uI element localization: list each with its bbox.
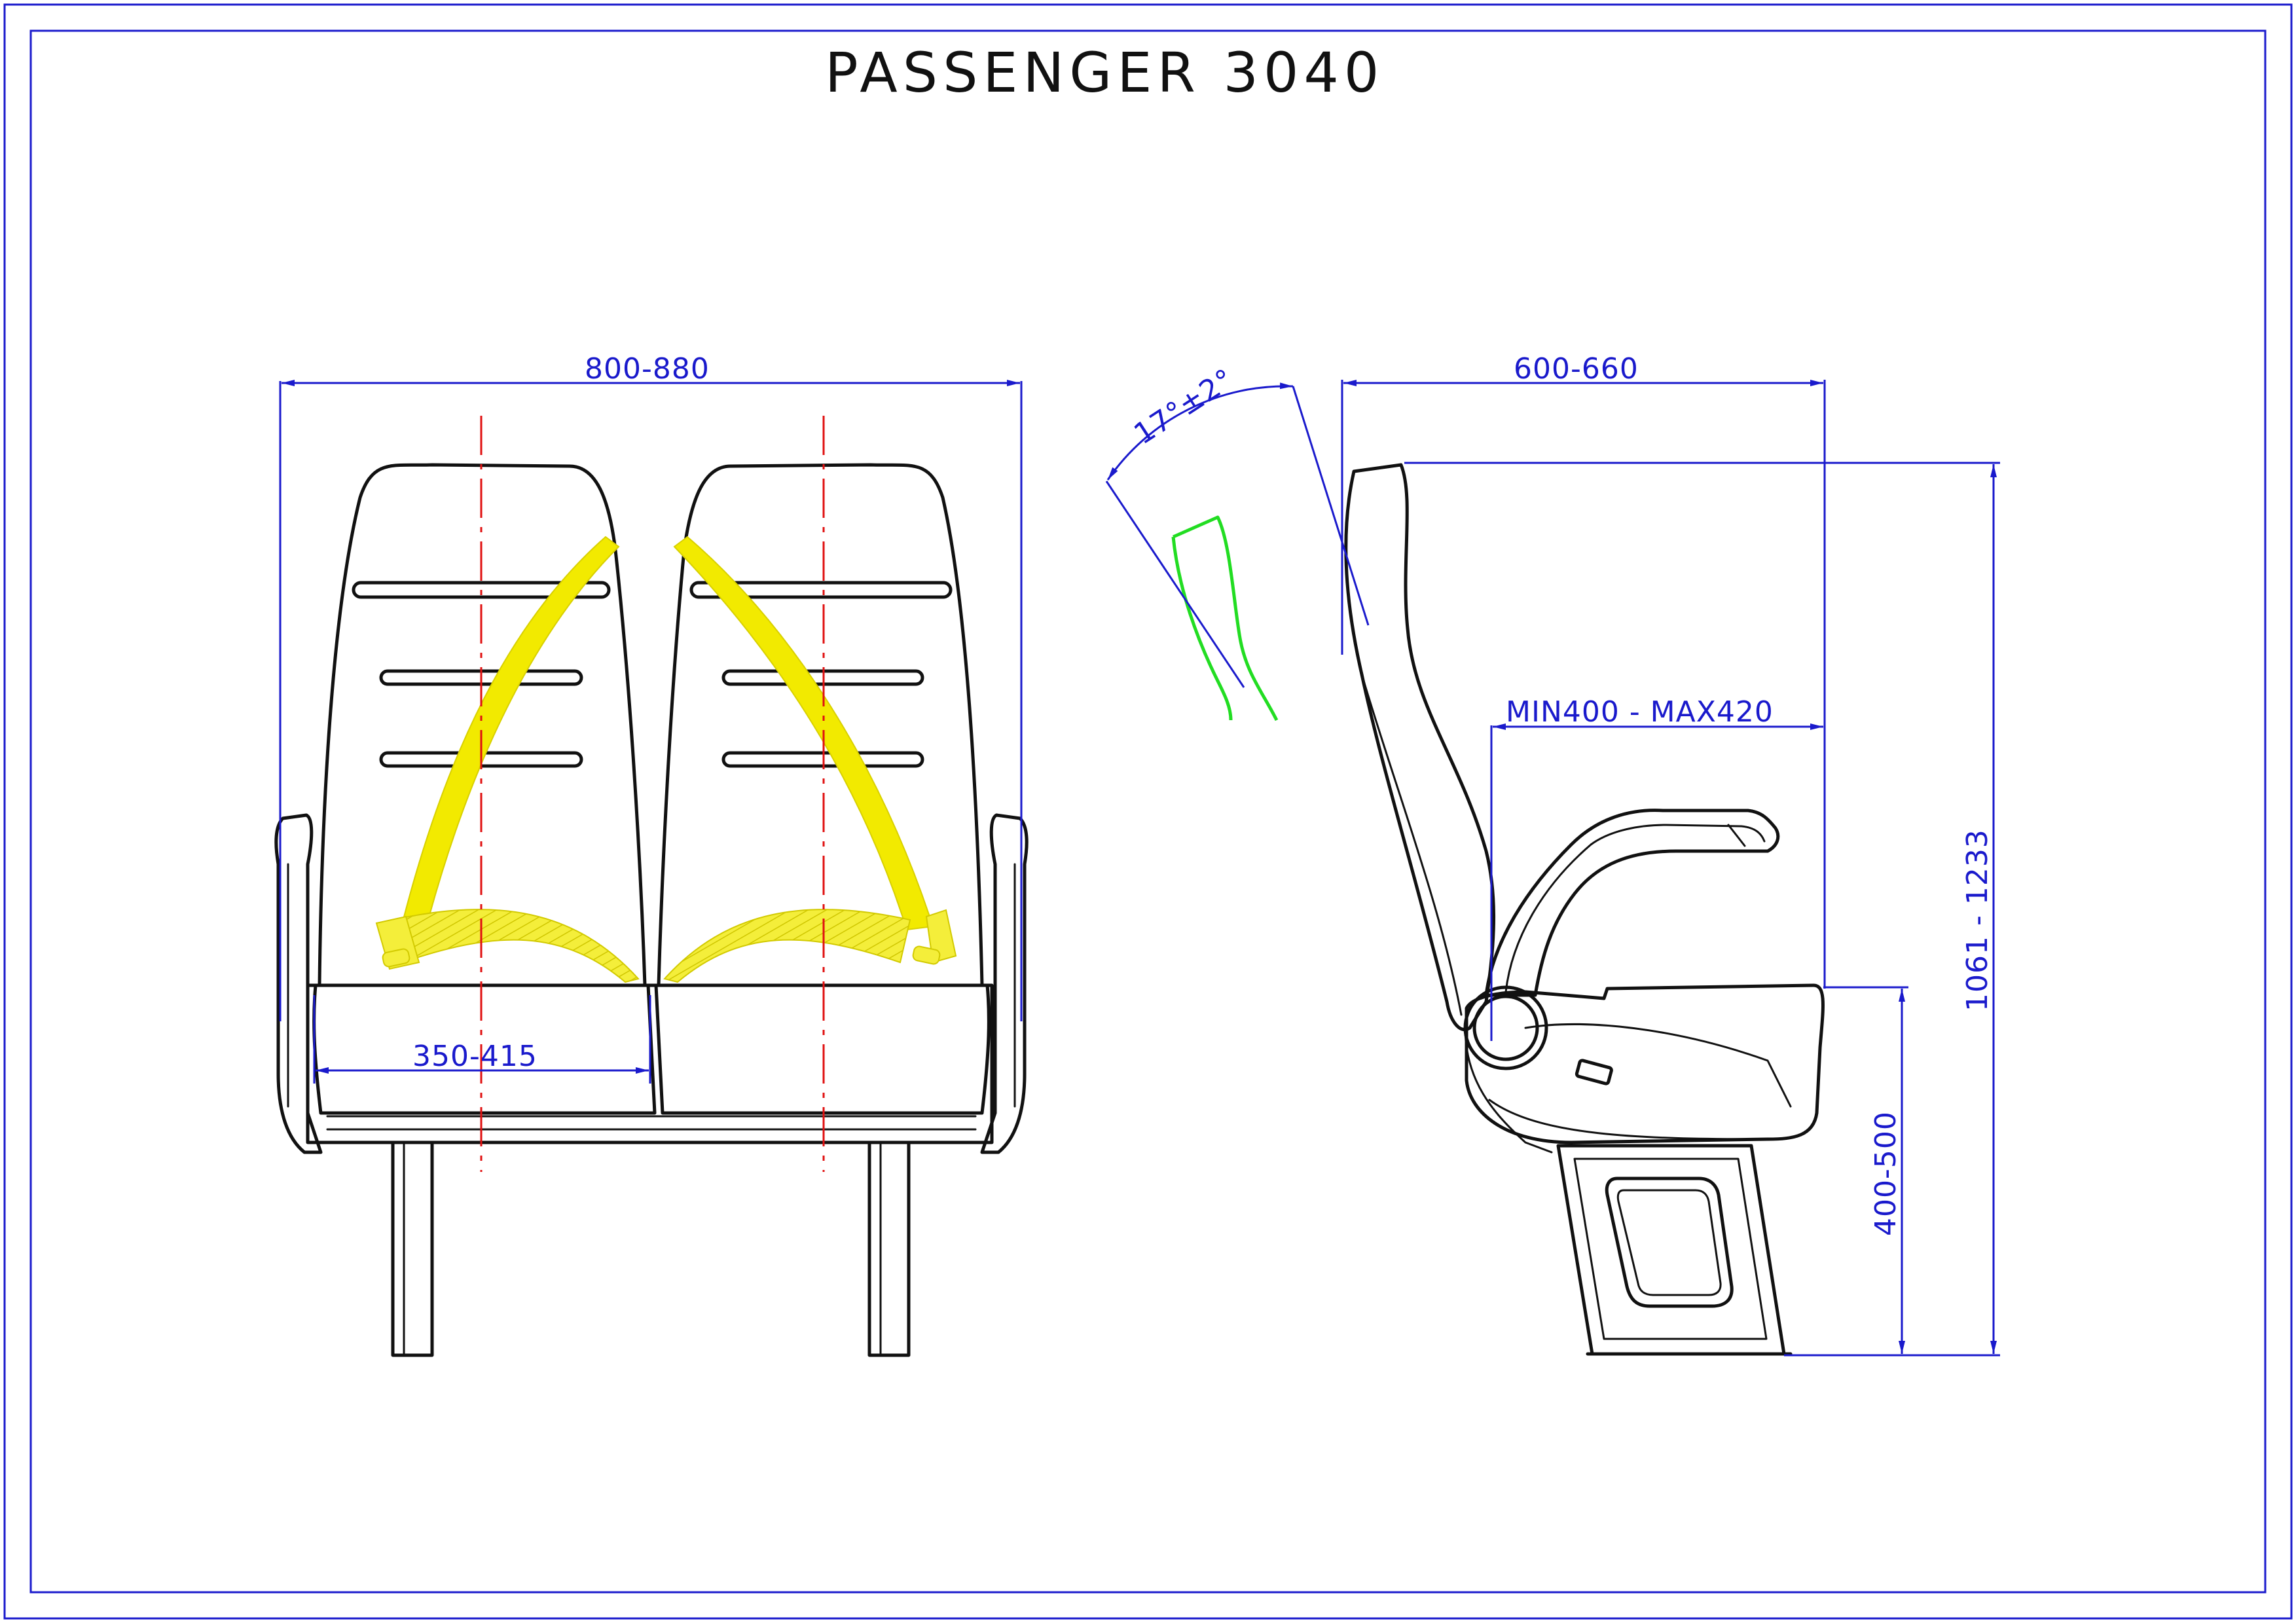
overall-width-label: 800-880 (585, 352, 710, 386)
right-armrest (980, 813, 1029, 1154)
side-seat-cushion (1465, 983, 1825, 1144)
side-armrest (1484, 809, 1780, 997)
backrest-angle-label: 17°±2° (1128, 362, 1240, 451)
drawing-title: PASSENGER 3040 (825, 41, 1384, 105)
drawing-border (3, 3, 2293, 1620)
seat-width-label: 350-415 (412, 1040, 538, 1073)
armrest-pivot (1463, 985, 1548, 1070)
backrest-angle-arc (1106, 382, 1294, 481)
drawing-inner-border (29, 29, 2267, 1594)
right-lap-belt (663, 909, 911, 983)
seat-height-label: 400-500 (1869, 1111, 1903, 1236)
front-view: 800-880 350-415 (274, 352, 1029, 1357)
side-view: 17°±2° 600-660 MIN400 - MAX420 1061 - 12… (1105, 352, 2000, 1357)
left-lap-belt (392, 909, 640, 983)
side-backrest (1344, 463, 1496, 1031)
side-depth-label: 600-660 (1514, 352, 1639, 386)
headrest-profile (1171, 515, 1279, 721)
right-seat-cushion (654, 983, 991, 1115)
seat-depth-label: MIN400 - MAX420 (1506, 695, 1774, 729)
left-armrest (274, 813, 323, 1154)
pedestal-cutout (1605, 1176, 1734, 1308)
left-backrest (318, 463, 647, 987)
right-backrest (657, 463, 984, 987)
left-leg (391, 1140, 434, 1357)
overall-height-label: 1061 - 1233 (1961, 829, 1994, 1012)
right-leg (867, 1140, 911, 1357)
